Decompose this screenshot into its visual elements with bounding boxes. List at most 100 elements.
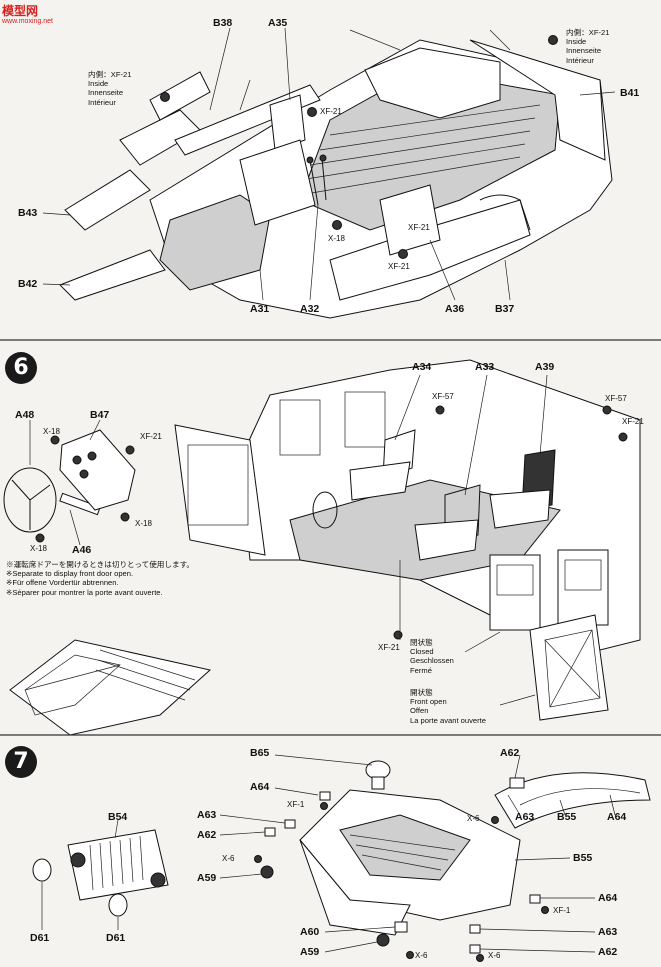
part-a64-top (319, 791, 331, 801)
paint-marker (160, 92, 170, 102)
paint-marker (120, 512, 130, 522)
label-b38: B38 (213, 17, 233, 29)
label-xf57-b: XF-57 (605, 394, 627, 403)
label-a34: A34 (412, 361, 432, 373)
label-a31: A31 (250, 303, 270, 315)
part-b47 (59, 429, 136, 511)
rear-door-1 (489, 554, 541, 631)
step6-leaders (29, 374, 548, 706)
part-b65 (365, 760, 391, 780)
part-a62-top (509, 777, 525, 789)
part-a63-right (469, 924, 481, 934)
label-a59-b: A59 (300, 946, 320, 958)
inset-ribs (95, 649, 196, 701)
step-number-6: 6 (5, 352, 37, 384)
seat-a39-base (489, 489, 551, 529)
paint-marker (393, 630, 403, 640)
label-a33: A33 (475, 361, 495, 373)
step6-drawing (3, 359, 641, 736)
label-xf1-b: XF-1 (553, 906, 571, 915)
part-a46 (59, 492, 101, 516)
label-a39: A39 (535, 361, 555, 373)
label-b37: B37 (495, 303, 515, 315)
part-a63-left (284, 819, 296, 829)
part-b41 (469, 39, 606, 161)
note-inside-right: 内側：XF-21 Inside Innenseite Intérieur (566, 28, 610, 65)
label-xf21-a: XF-21 (320, 107, 342, 116)
part-a59-left (260, 865, 274, 879)
label-a63-c: A63 (598, 926, 618, 938)
lens-d61-left (32, 858, 52, 882)
label-xf1-a: XF-1 (287, 800, 305, 809)
headlight-right (150, 872, 166, 888)
label-b65: B65 (250, 747, 270, 759)
label-a32: A32 (300, 303, 320, 315)
seat-a34-base (349, 461, 411, 501)
label-a64-b: A64 (607, 811, 627, 823)
watermark-url: www.moxing.net (2, 18, 53, 25)
label-b54: B54 (108, 811, 128, 823)
paint-marker (35, 533, 45, 543)
installed-wheel (312, 491, 338, 529)
step7-drawing (32, 754, 651, 962)
front-door-detail (529, 614, 609, 721)
note-door-separate: ※運転席ドアーを開けるときは切りとって使用します。 ※Separate to d… (6, 560, 195, 597)
label-a46: A46 (72, 544, 92, 556)
label-a48: A48 (15, 409, 35, 421)
label-a59-a: A59 (197, 872, 217, 884)
label-a62-a: A62 (197, 829, 217, 841)
paint-marker (332, 220, 342, 230)
label-b43: B43 (18, 207, 38, 219)
label-b47: B47 (90, 409, 110, 421)
open-door-frame (174, 424, 266, 556)
door-inset (9, 639, 212, 736)
windshield-left (279, 399, 321, 456)
paint-marker (548, 35, 558, 45)
label-a64-c: A64 (598, 892, 618, 904)
label-a63-a: A63 (197, 809, 217, 821)
label-xf57-a: XF-57 (432, 392, 454, 401)
paint-marker (398, 249, 408, 259)
label-d61-a: D61 (30, 932, 50, 944)
label-xf21-b: XF-21 (388, 262, 410, 271)
part-a64-right (529, 894, 541, 904)
label-x18: X-18 (328, 234, 345, 243)
label-xf21-e: XF-21 (378, 643, 400, 652)
step5-drawing (42, 27, 616, 319)
windshield-right (344, 391, 386, 448)
label-x6-b: X-6 (467, 814, 480, 823)
label-x18-a: X-18 (43, 427, 60, 436)
label-x6-d: X-6 (488, 951, 501, 960)
label-b55-a: B55 (557, 811, 577, 823)
rear-door-2 (557, 549, 609, 626)
grille-b54 (67, 829, 169, 901)
door-window (187, 444, 249, 526)
part-a62-left (264, 827, 276, 837)
part-a60 (394, 921, 408, 933)
note-closed: 閉状態 Closed Geschlossen Fermé (410, 638, 454, 675)
paint-marker (125, 445, 135, 455)
headlight-left (70, 852, 86, 868)
note-front-open: 開状態 Front open Offen La porte avant ouve… (410, 688, 486, 725)
part-a-inside-left (149, 71, 211, 121)
paint-marker (50, 435, 60, 445)
label-a36: A36 (445, 303, 465, 315)
step5-leaders (42, 27, 616, 301)
part-a59-bottom (376, 933, 390, 947)
label-xf21-f: XF-21 (408, 223, 430, 232)
part-b43 (64, 169, 151, 231)
label-b41: B41 (620, 87, 640, 99)
label-a60: A60 (300, 926, 320, 938)
seat-a33-base (414, 519, 479, 561)
label-a63-b: A63 (515, 811, 535, 823)
label-a35: A35 (268, 17, 288, 29)
paint-marker (435, 405, 445, 415)
wheel-arch-rear (479, 194, 531, 231)
label-xf21-d: XF-21 (622, 417, 644, 426)
firewall (239, 139, 316, 226)
label-xf21-c: XF-21 (140, 432, 162, 441)
label-b55-b: B55 (573, 852, 593, 864)
label-x6-c: X-6 (415, 951, 428, 960)
grille-slots (89, 835, 144, 891)
